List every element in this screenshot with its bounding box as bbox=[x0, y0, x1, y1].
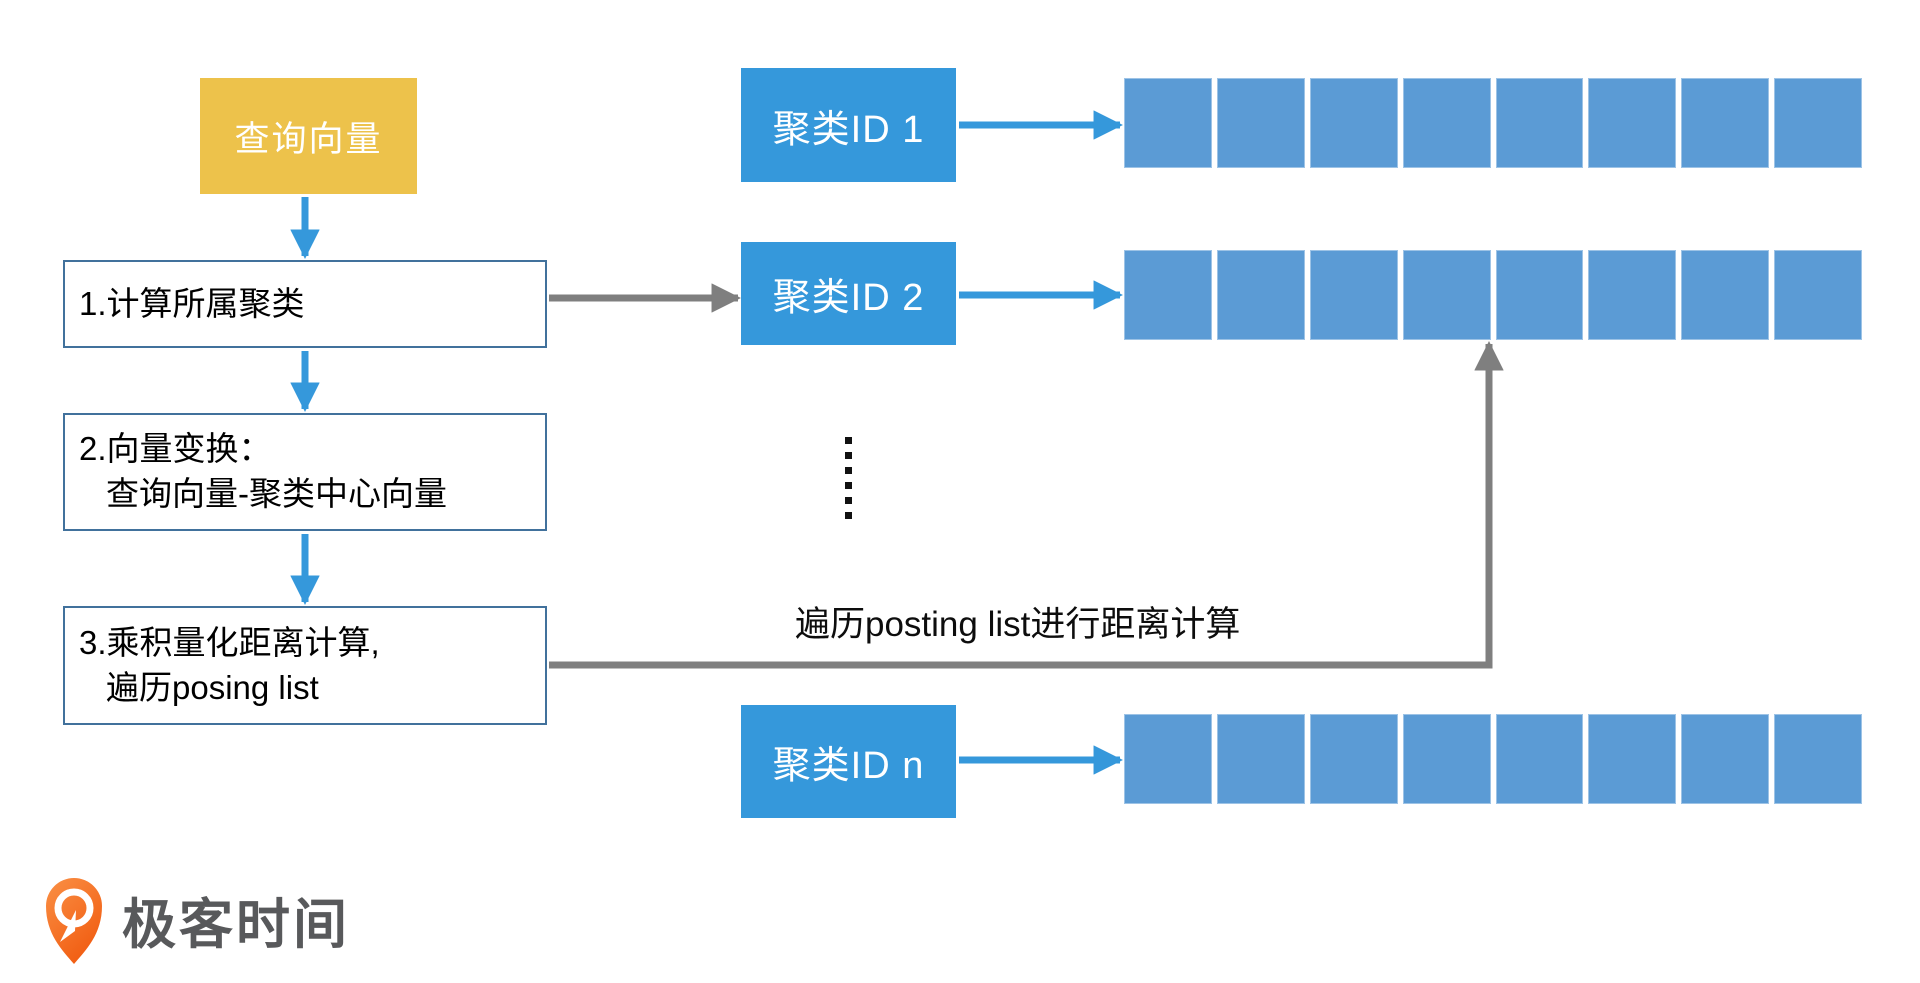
ellipsis-dot bbox=[845, 467, 852, 474]
posting-list-2-cell bbox=[1681, 250, 1770, 340]
posting-list-n-cell bbox=[1774, 714, 1862, 804]
posting-list-2-cell bbox=[1216, 250, 1305, 340]
posting-list-n bbox=[1124, 714, 1862, 804]
step2-line1: 2.向量变换： bbox=[79, 430, 272, 468]
ellipsis-dot bbox=[845, 482, 852, 489]
posting-list-2-cell bbox=[1402, 250, 1491, 340]
posting-list-2-cell bbox=[1588, 250, 1677, 340]
cluster-id-n-label: 聚类ID n bbox=[772, 745, 925, 787]
posting-list-1 bbox=[1124, 78, 1862, 168]
posting-list-1-cell bbox=[1588, 78, 1677, 168]
posting-list-2-cell bbox=[1124, 250, 1212, 340]
posting-list-2-cell bbox=[1774, 250, 1862, 340]
step3-line1: 3.乘积量化距离计算, bbox=[79, 623, 380, 661]
posting-list-n-cell bbox=[1681, 714, 1770, 804]
posting-list-1-cell bbox=[1402, 78, 1491, 168]
step2-line2: 查询向量-聚类中心向量 bbox=[106, 475, 447, 512]
ellipsis-dot bbox=[845, 452, 852, 459]
query-vector-label: 查询向量 bbox=[234, 119, 383, 159]
posting-list-n-cell bbox=[1495, 714, 1584, 804]
posting-list-n-cell bbox=[1124, 714, 1212, 804]
cluster-id-n-box: 聚类ID n bbox=[741, 705, 956, 818]
ellipsis-dot bbox=[845, 497, 852, 504]
geektime-logo-icon bbox=[46, 878, 102, 964]
step1-line1: 1.计算所属聚类 bbox=[79, 284, 305, 322]
posting-list-1-cell bbox=[1681, 78, 1770, 168]
geektime-logo-text: 极客时间 bbox=[122, 894, 350, 955]
ellipsis-dot bbox=[845, 512, 852, 519]
posting-list-2 bbox=[1124, 250, 1862, 340]
posting-list-1-cell bbox=[1216, 78, 1305, 168]
ellipsis-dot bbox=[845, 437, 852, 444]
cluster-id-2-label: 聚类ID 2 bbox=[772, 277, 925, 319]
step3-box: 3.乘积量化距离计算, 遍历posing list bbox=[63, 606, 547, 725]
step3-line2: 遍历posing list bbox=[106, 668, 319, 706]
posting-list-n-cell bbox=[1309, 714, 1398, 804]
arrow-step3-to-list2-elbow bbox=[549, 341, 1504, 669]
posting-list-2-cell bbox=[1495, 250, 1584, 340]
posting-list-1-cell bbox=[1124, 78, 1212, 168]
cluster-id-1-label: 聚类ID 1 bbox=[772, 108, 925, 151]
posting-list-n-cell bbox=[1216, 714, 1305, 804]
posting-list-n-cell bbox=[1402, 714, 1491, 804]
step2-box: 2.向量变换： 查询向量-聚类中心向量 bbox=[63, 413, 547, 531]
step1-box: 1.计算所属聚类 bbox=[63, 260, 547, 348]
ellipsis-dots bbox=[845, 437, 852, 519]
posting-list-n-cell bbox=[1588, 714, 1677, 804]
cluster-id-1-box: 聚类ID 1 bbox=[741, 68, 956, 182]
cluster-id-2-box: 聚类ID 2 bbox=[741, 242, 956, 345]
posting-list-1-cell bbox=[1309, 78, 1398, 168]
geektime-logo: 极客时间 bbox=[42, 870, 350, 968]
traverse-annotation: 遍历posting list进行距离计算 bbox=[795, 605, 1241, 644]
posting-list-1-cell bbox=[1774, 78, 1862, 168]
posting-list-2-cell bbox=[1309, 250, 1398, 340]
posting-list-1-cell bbox=[1495, 78, 1584, 168]
query-vector-box: 查询向量 bbox=[200, 78, 417, 194]
